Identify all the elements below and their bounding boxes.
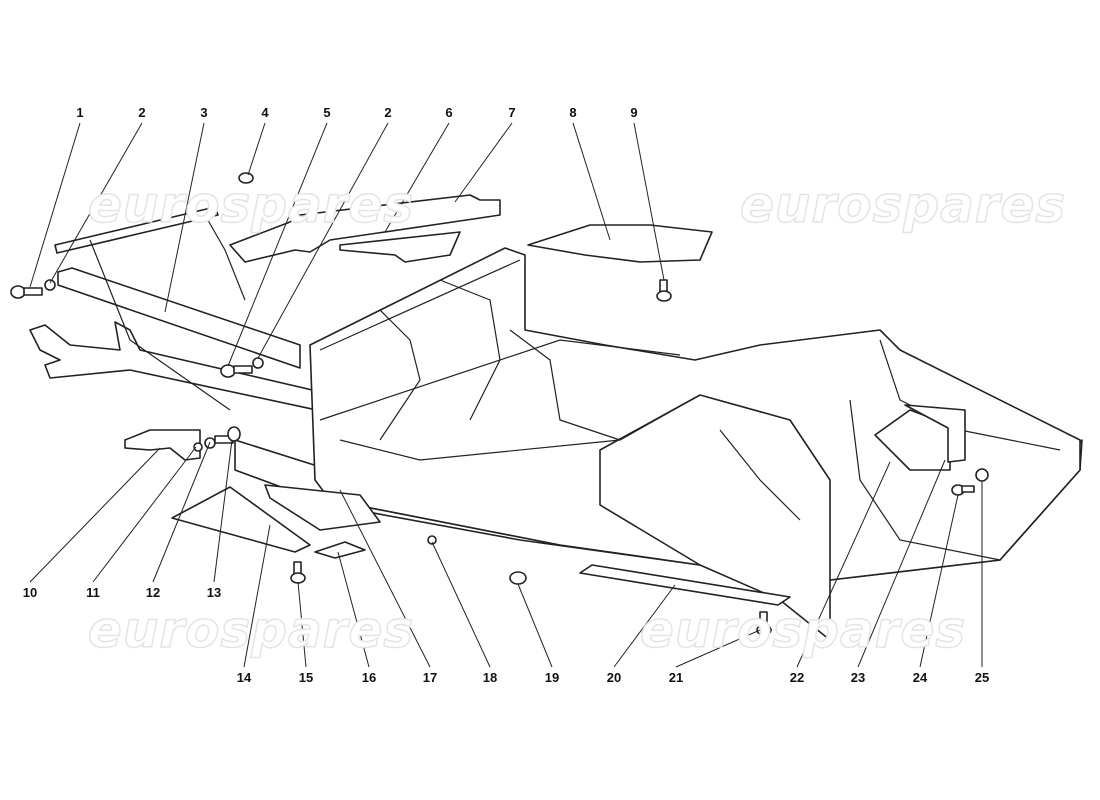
callout-label: 2 [384,105,392,120]
bolt-5 [220,364,253,378]
leader-line-4 [247,122,266,176]
mount-10 [124,429,201,461]
callout-label: 8 [569,105,577,120]
callout-label: 2 [138,105,146,120]
frame-tube [379,309,421,441]
leader-line-15 [243,524,271,668]
leader-line-8 [454,122,513,203]
leader-line-6 [257,122,389,359]
callout-label: 7 [508,105,516,120]
frame-tube [509,329,621,441]
washer-25 [975,468,989,482]
leader-line-16 [297,581,307,668]
leader-line-24 [857,459,946,668]
strut [89,239,231,411]
leader-line-20 [517,583,553,668]
bolt-1 [10,285,43,299]
plate-14 [171,486,311,553]
leader-line-2 [49,122,143,284]
bolt-9 [656,279,672,302]
leader-line-13 [152,441,211,583]
leader-line-18 [339,489,431,668]
leader-line-17 [337,551,370,668]
callout-label: 14 [236,670,252,685]
callout-label: 13 [206,585,222,600]
leader-line-12 [92,446,197,583]
frame-tube [719,429,801,521]
callout-label: 3 [200,105,208,120]
callout-label: 1 [76,105,84,120]
callout-label: 15 [298,670,314,685]
leader-line-5 [227,122,328,367]
washer-2 [44,279,56,291]
callout-label: 6 [445,105,453,120]
front-crossmember [57,267,301,369]
callout-label: 4 [261,105,269,120]
leader-line-21 [613,584,676,668]
callout-label: 18 [482,670,498,685]
washer-2b [252,357,264,369]
callout-label: 21 [668,670,684,685]
leader-line-23 [796,461,891,668]
upper-rail [54,206,219,254]
leader-line-22 [675,629,761,668]
callout-label: 23 [850,670,866,685]
bolt-15 [290,561,306,584]
callout-label: 11 [86,585,100,600]
leader-line-19 [431,541,491,668]
callout-label: 17 [422,670,438,685]
strut [204,214,246,301]
frame-tube [319,339,681,421]
callout-label: 12 [145,585,161,600]
leader-line-11 [29,447,161,583]
plate-23 [904,404,966,463]
plug-19 [509,571,527,585]
rail-7 [229,194,501,263]
callout-label: 22 [789,670,805,685]
leader-line-9 [572,122,611,241]
plate-8 [527,224,713,263]
callout-label: 16 [361,670,377,685]
plate-6 [339,231,461,263]
callout-label: 20 [606,670,622,685]
callout-label: 25 [974,670,990,685]
callout-label: 5 [323,105,331,120]
leader-line-25 [919,494,959,668]
bolt-24 [951,484,975,496]
plate-16 [314,541,366,559]
bolt-13 [214,426,241,444]
leader-line-10 [633,122,665,281]
plug-18 [427,535,437,545]
plate-17 [264,484,381,531]
center-tunnel [599,394,831,641]
frame-tube [319,259,521,351]
frame-tube [339,394,701,461]
plate-20 [579,564,791,606]
leader-line-1 [29,122,81,288]
callout-label: 10 [22,585,38,600]
frame-tube [849,399,1001,561]
bolt-21 [756,611,772,636]
leader-line-3 [164,122,205,313]
frame-tube [439,279,501,421]
callout-label: 9 [630,105,638,120]
grommet-4 [238,172,254,184]
leader-line-7 [384,122,450,233]
callout-label: 24 [912,670,928,685]
callout-label: 19 [544,670,560,685]
washer-11 [193,442,203,452]
leader-line-14 [213,439,233,583]
